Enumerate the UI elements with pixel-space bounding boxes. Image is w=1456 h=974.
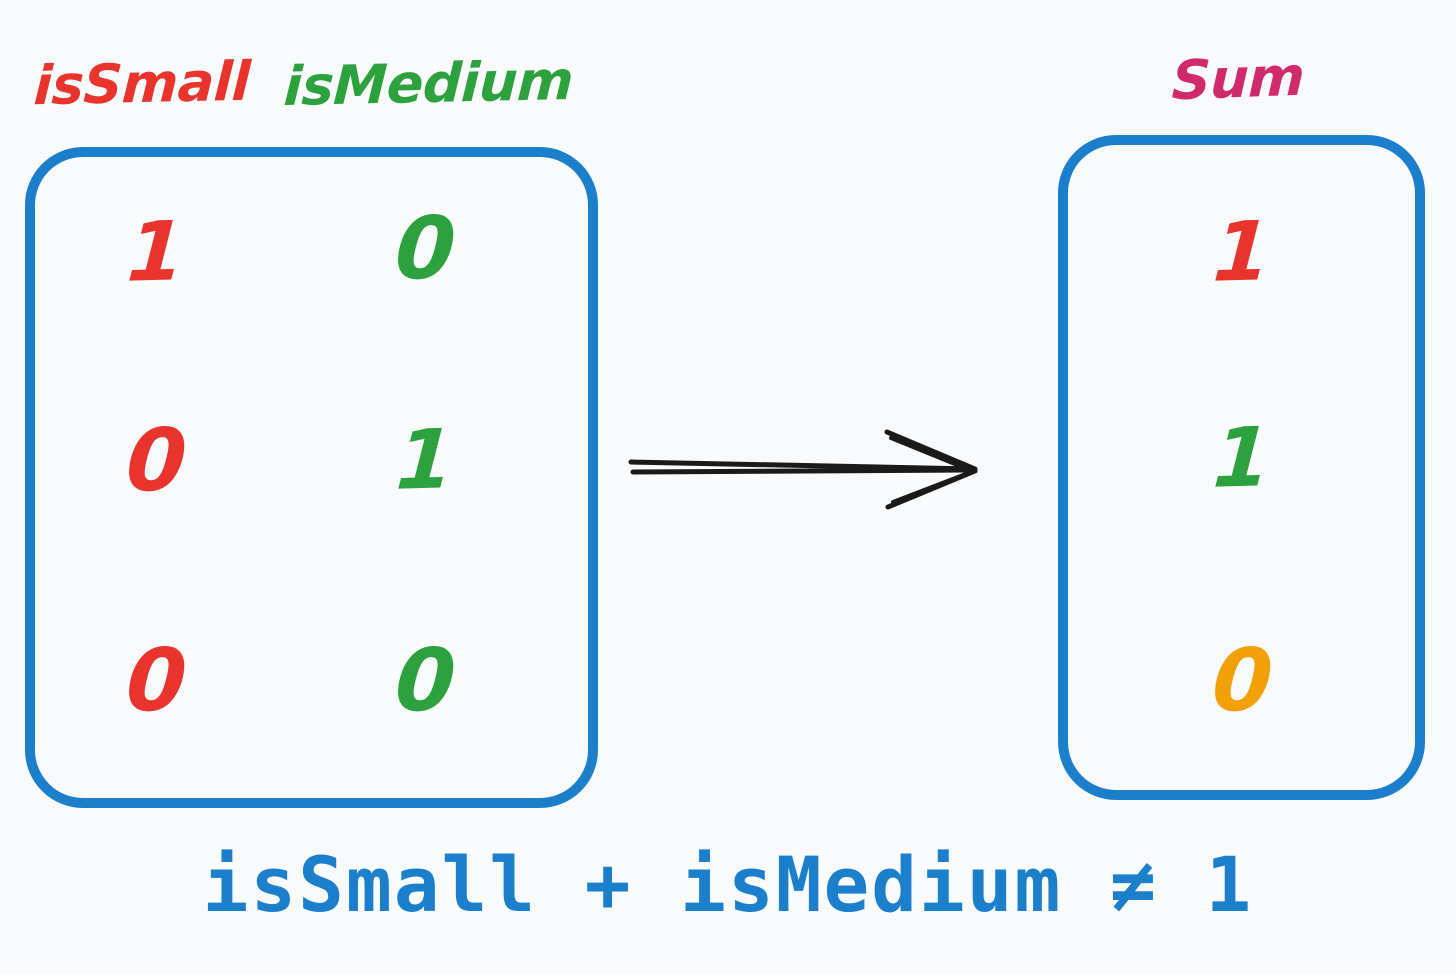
arrow-right-sketch-svg — [628, 429, 978, 510]
cell-issmall-row-3: 0 — [123, 630, 189, 732]
column-label-sum: Sum — [1170, 44, 1306, 113]
cell-sum-row-1: 1 — [1210, 204, 1274, 301]
cell-ismedium-row-1: 0 — [392, 198, 458, 300]
cell-sum-row-2: 1 — [1210, 410, 1274, 507]
column-label-ismedium: isMedium — [282, 48, 575, 119]
formula-caption: isSmall + isMedium ≠ 1 — [202, 840, 1254, 929]
column-label-issmall: isSmall — [32, 49, 252, 118]
cell-issmall-row-2: 0 — [123, 410, 189, 512]
sum-table-box — [1058, 135, 1425, 800]
cell-ismedium-row-3: 0 — [392, 630, 458, 732]
arrow-right-icon — [625, 415, 995, 525]
cell-issmall-row-1: 1 — [124, 204, 188, 301]
cell-ismedium-row-2: 1 — [393, 412, 457, 509]
cell-sum-row-3: 0 — [1209, 630, 1275, 732]
input-table-box — [25, 147, 598, 808]
